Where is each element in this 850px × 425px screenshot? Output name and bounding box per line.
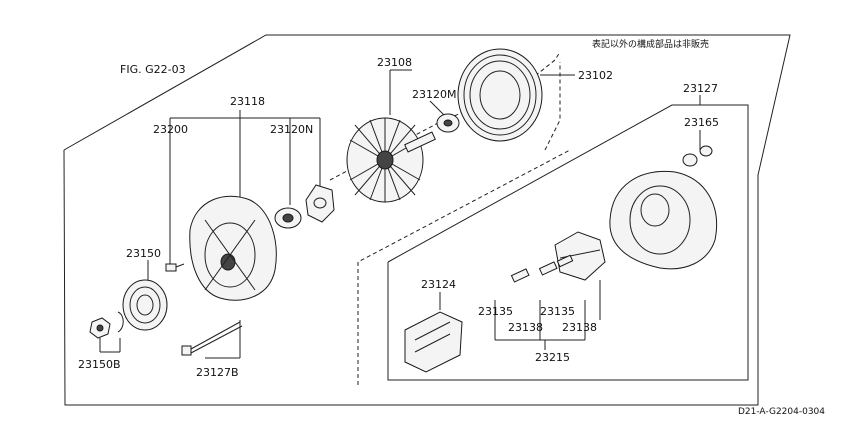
bearing-23120n	[274, 207, 302, 229]
nut-23150b	[89, 311, 124, 339]
part-label-23215[interactable]: 23215	[535, 351, 570, 364]
assembly-dash-rear	[357, 149, 571, 385]
part-label-23200[interactable]: 23200	[153, 123, 188, 136]
part-label-23150[interactable]: 23150	[126, 247, 161, 260]
part-label-23118[interactable]: 23118	[230, 95, 265, 108]
screw-23200	[165, 263, 185, 272]
part-label-23108[interactable]: 23108	[377, 56, 412, 69]
rear-cover-23127	[609, 170, 717, 270]
regulator-box	[387, 104, 749, 381]
part-label-23135-right[interactable]: 23135	[540, 305, 575, 318]
figure-label: FIG. G22-03	[120, 63, 186, 76]
rotor-assembly	[346, 117, 436, 203]
pulley-23150	[122, 279, 168, 331]
part-label-23127[interactable]: 23127	[683, 82, 718, 95]
drawing-code: D21-A-G2204-0304	[738, 407, 825, 417]
bearing-23120m	[436, 113, 460, 133]
part-label-23127b[interactable]: 23127B	[196, 366, 239, 379]
parts-23165	[682, 145, 713, 167]
assembly-dash-case	[544, 62, 561, 151]
stator-23102	[457, 48, 543, 142]
part-label-23150b[interactable]: 23150B	[78, 358, 121, 371]
outer-frame	[63, 34, 791, 406]
part-label-23135-left[interactable]: 23135	[478, 305, 513, 318]
brushes-and-springs	[510, 254, 574, 283]
rectifier-23124	[404, 311, 463, 373]
leader-lines	[99, 69, 701, 359]
part-label-23124[interactable]: 23124	[421, 278, 456, 291]
retainer-plate	[305, 184, 335, 223]
bolt-23127b	[181, 321, 243, 356]
part-label-23138-left[interactable]: 23138	[508, 321, 543, 334]
part-label-23138-right[interactable]: 23138	[562, 321, 597, 334]
part-label-23102[interactable]: 23102	[578, 69, 613, 82]
part-label-23120n[interactable]: 23120N	[270, 123, 314, 136]
regulator	[554, 231, 606, 281]
part-label-23165[interactable]: 23165	[684, 116, 719, 129]
note-text: 表記以外の構成部品は非販売	[592, 40, 710, 50]
part-label-23120m[interactable]: 23120M	[412, 88, 457, 101]
front-bracket	[189, 195, 277, 301]
